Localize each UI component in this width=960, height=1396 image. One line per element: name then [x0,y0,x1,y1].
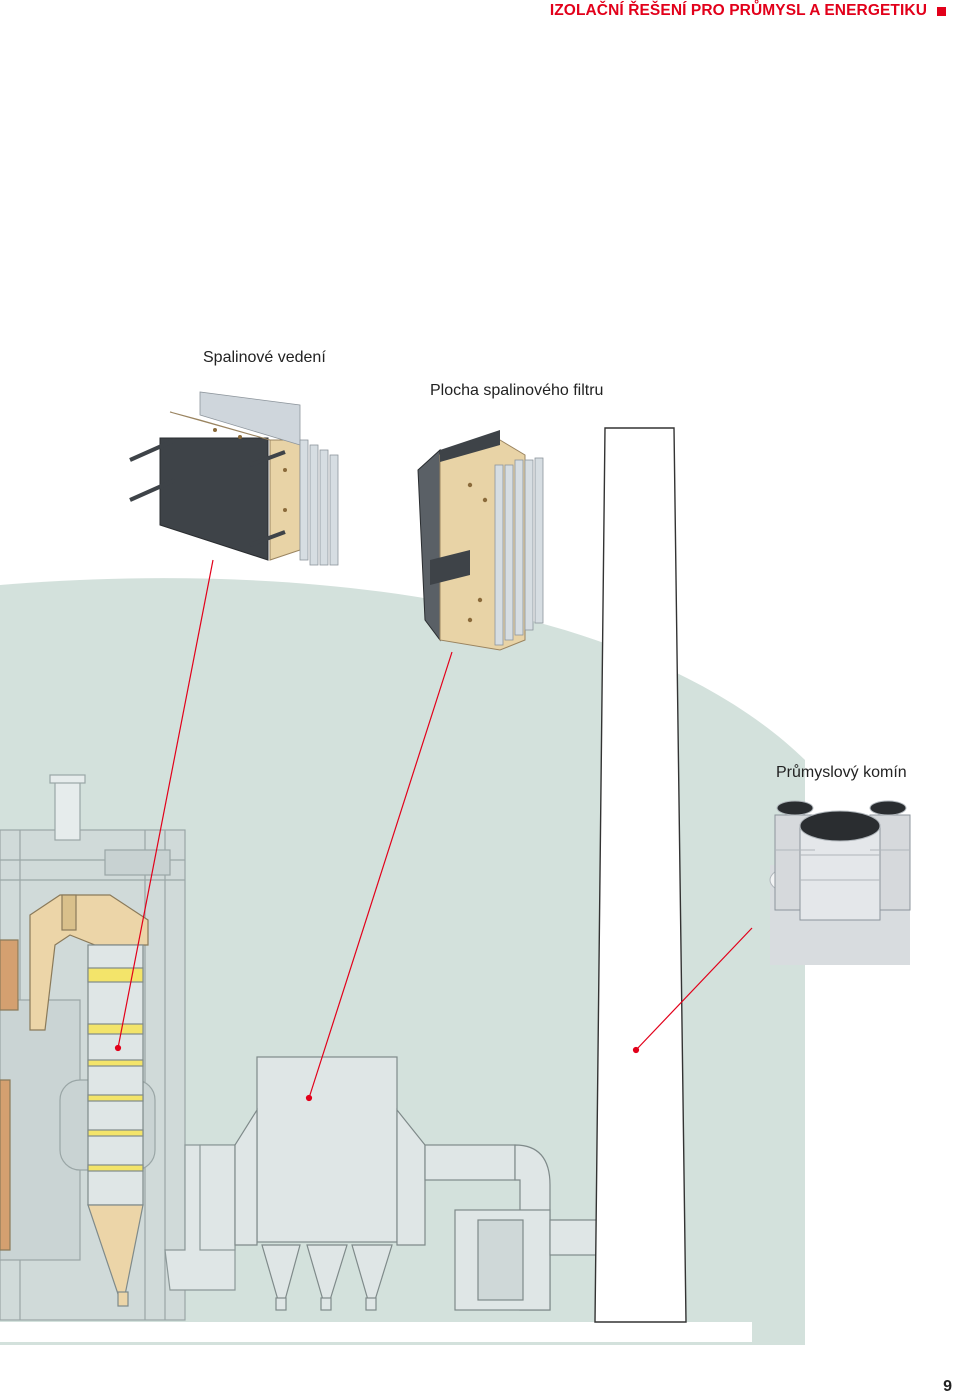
filter-unit [234,1056,426,1311]
header-title: IZOLAČNÍ ŘEŠENÍ PRO PRŮMYSL A ENERGETIKU [549,2,927,19]
flue-duct-detail [129,391,339,566]
page-header: IZOLAČNÍ ŘEŠENÍ PRO PRŮMYSL A ENERGETIKU [550,2,946,20]
flue-duct-label: Spalinové vedení [203,349,326,366]
filter-surface-detail [417,430,544,651]
page-number: 9 [943,1378,952,1395]
chimney-label: Průmyslový komín [776,764,907,781]
cyclone-hopper [0,894,149,1251]
chimney-detail [769,800,911,965]
flue-filter-label: Plocha spalinového filtru [430,382,604,399]
leader-lines [114,559,753,1102]
ground-line [0,1322,752,1342]
fan-duct [424,1144,601,1311]
connecting-duct [164,1144,236,1291]
flue-gas-column [87,944,144,1307]
chimney [594,427,687,1323]
header-square-icon [937,6,946,16]
